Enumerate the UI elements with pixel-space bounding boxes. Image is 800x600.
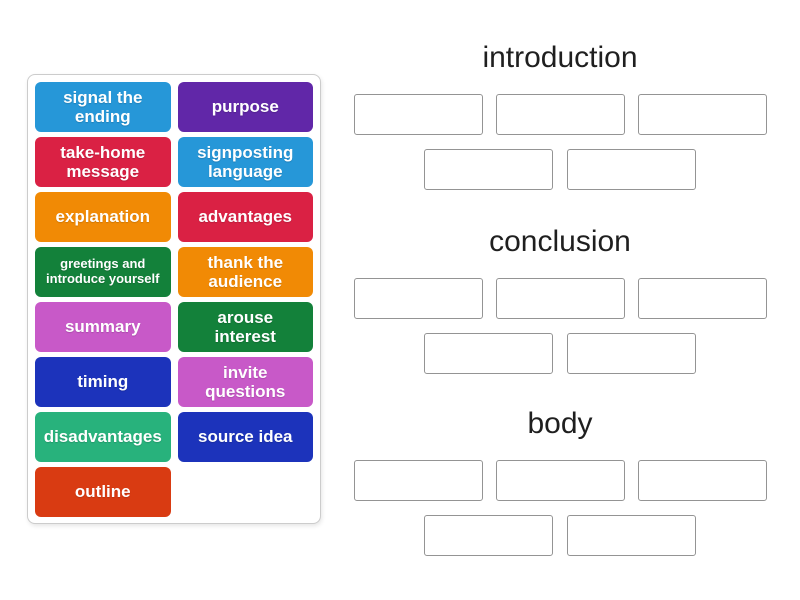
group-conclusion: conclusion — [321, 224, 799, 394]
drop-slot[interactable] — [424, 149, 553, 190]
word-tile-timing[interactable]: timing — [35, 357, 171, 407]
drop-slot[interactable] — [637, 460, 767, 501]
slot-row — [321, 149, 799, 190]
word-tile-signal-the-ending[interactable]: signal the ending — [35, 82, 171, 132]
slot-row — [321, 278, 799, 319]
group-title: body — [527, 407, 593, 440]
word-tile-advantages[interactable]: advantages — [177, 192, 313, 242]
word-tile-invite-questions[interactable]: invite questions — [177, 357, 313, 407]
drop-slot[interactable] — [353, 460, 483, 501]
word-tile-explanation[interactable]: explanation — [35, 192, 171, 242]
drop-slot[interactable] — [637, 94, 767, 135]
word-tile-source-idea[interactable]: source idea — [177, 412, 313, 462]
drop-slot[interactable] — [567, 515, 696, 556]
word-tile-signposting-language[interactable]: signposting language — [177, 137, 313, 187]
word-tile-greetings-and-introduce-yourself[interactable]: greetings and introduce yourself — [35, 247, 171, 297]
drop-slot[interactable] — [495, 94, 625, 135]
drop-slot[interactable] — [637, 278, 767, 319]
slot-row — [321, 333, 799, 374]
drop-slot[interactable] — [495, 278, 625, 319]
group-body: body — [321, 406, 799, 576]
drop-slot[interactable] — [495, 460, 625, 501]
slot-row — [321, 515, 799, 556]
word-tile-arouse-interest[interactable]: arouse interest — [177, 302, 313, 352]
slot-row — [321, 94, 799, 135]
slot-row — [321, 460, 799, 501]
group-title: introduction — [482, 41, 638, 74]
drop-slot[interactable] — [353, 278, 483, 319]
drop-slot[interactable] — [567, 149, 696, 190]
drop-slot[interactable] — [353, 94, 483, 135]
word-tile-thank-the-audience[interactable]: thank the audience — [177, 247, 313, 297]
word-tile-purpose[interactable]: purpose — [177, 82, 313, 132]
drop-slot[interactable] — [424, 515, 553, 556]
word-tile-take-home-message[interactable]: take-home message — [35, 137, 171, 187]
word-tile-disadvantages[interactable]: disadvantages — [35, 412, 171, 462]
group-title: conclusion — [489, 225, 631, 258]
drop-slot[interactable] — [567, 333, 696, 374]
group-introduction: introduction — [321, 40, 799, 210]
word-tile-summary[interactable]: summary — [35, 302, 171, 352]
drop-slot[interactable] — [424, 333, 553, 374]
word-tile-outline[interactable]: outline — [35, 467, 171, 517]
